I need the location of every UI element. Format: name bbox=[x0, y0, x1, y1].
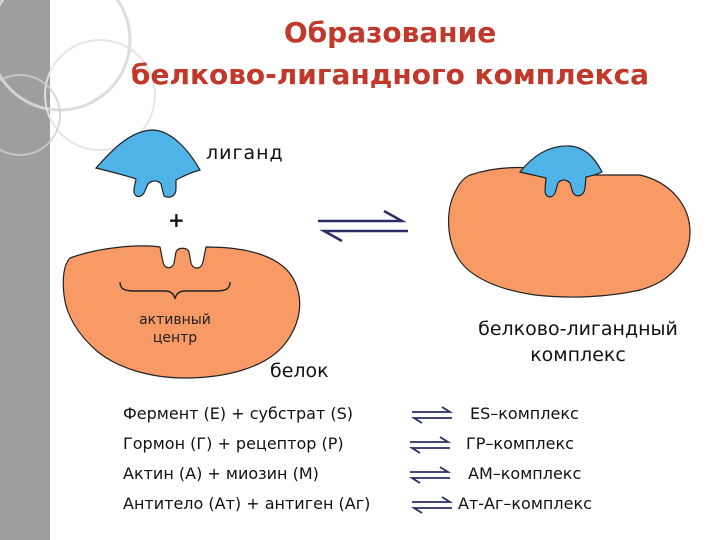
active-center-label: активный центр bbox=[139, 312, 211, 346]
protein-label: белок bbox=[270, 360, 329, 382]
protein-shape bbox=[62, 245, 301, 379]
page-title-line1: Образование bbox=[283, 16, 497, 49]
complex-protein-shape bbox=[447, 166, 691, 298]
equation-left: Антитело (Ат) + антиген (Аг) bbox=[123, 494, 371, 513]
complex-label-line1: белково-лигандный bbox=[478, 318, 678, 340]
complex-ligand-shape bbox=[518, 145, 603, 198]
page-title-line2: белково-лигандного комплекса bbox=[130, 58, 650, 91]
decorative-circles bbox=[0, 0, 156, 156]
ligand-shape bbox=[94, 129, 201, 198]
complex-label: белково-лигандный комплекс bbox=[448, 316, 708, 368]
active-center-brace bbox=[119, 281, 231, 300]
equation-arrows bbox=[408, 406, 454, 514]
equation-right: Ат-Аг–комплекс bbox=[458, 494, 592, 513]
equation-right: АМ–комплекс bbox=[468, 464, 582, 483]
ligand-label: лиганд bbox=[206, 142, 284, 164]
equilibrium-arrows bbox=[318, 209, 408, 243]
equation-left: Фермент (Е) + субстрат (S) bbox=[123, 404, 353, 423]
equation-left: Актин (А) + миозин (М) bbox=[123, 464, 319, 483]
side-band bbox=[0, 0, 50, 540]
equation-left: Гормон (Г) + рецептор (Р) bbox=[123, 434, 344, 453]
complex-label-line2: комплекс bbox=[530, 344, 626, 366]
equation-right: ГР–комплекс bbox=[466, 434, 574, 453]
equation-right: ES–комплекс bbox=[470, 404, 579, 423]
plus-sign: + bbox=[168, 208, 185, 232]
